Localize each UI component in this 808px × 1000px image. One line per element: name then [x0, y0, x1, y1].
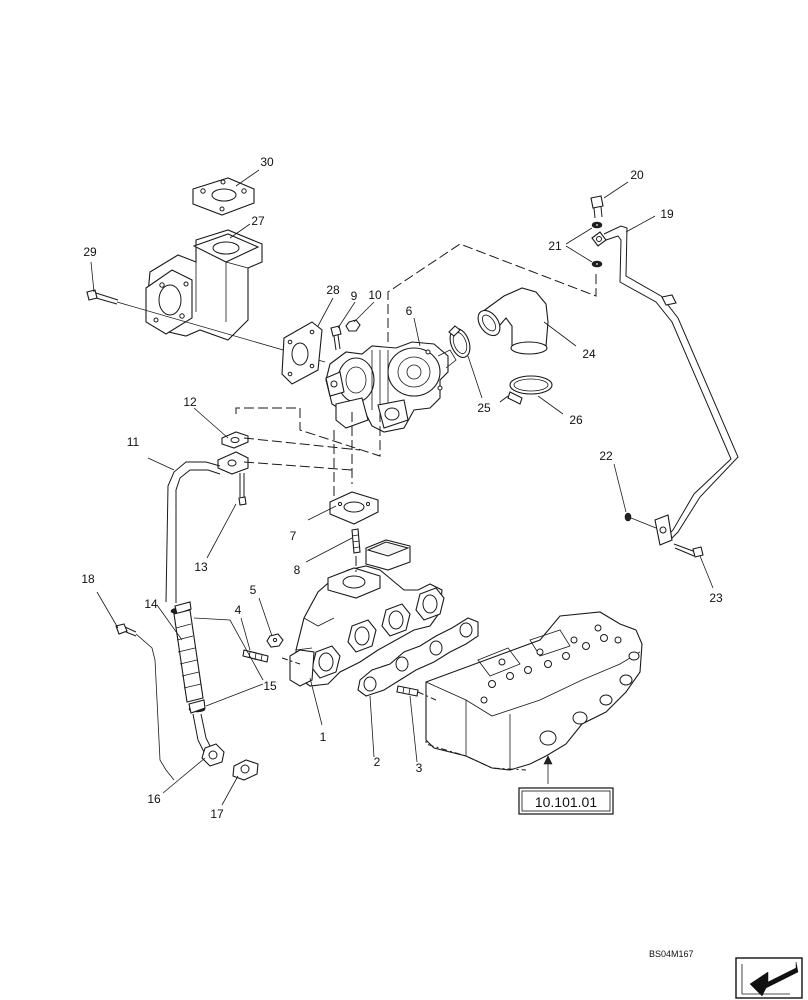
callout-4: 4: [235, 603, 242, 617]
callout-15: 15: [263, 679, 277, 693]
callout-29: 29: [83, 245, 97, 259]
part-7-gasket: [329, 491, 379, 525]
callout-16: 16: [147, 792, 161, 806]
callout-18: 18: [81, 572, 95, 586]
part-22-washer: [624, 512, 657, 529]
callout-27: 27: [251, 214, 265, 228]
part-28-gasket: [281, 321, 323, 385]
callout-10: 10: [368, 288, 382, 302]
part-17-gasket: [232, 759, 259, 781]
callout-5: 5: [250, 583, 257, 597]
part-10-nut: [345, 319, 361, 332]
callout-labels: 1 2 3 4 5 6 7 8 9 10 11 12 13 14 15 16 1…: [81, 155, 723, 821]
part-16-lower-pipe: [192, 713, 225, 767]
part-30-flange-gasket: [192, 177, 255, 216]
part-14-rubber-hose: [173, 609, 204, 703]
part-21-washers: [591, 221, 603, 268]
part-9-screw: [330, 325, 342, 351]
image-code: BS04M167: [649, 949, 694, 959]
part-18-bolt: [115, 623, 175, 781]
callout-3: 3: [416, 761, 423, 775]
assembly-lines: [235, 243, 597, 771]
reference-box[interactable]: 10.101.01: [518, 787, 614, 815]
callout-1: 1: [320, 730, 327, 744]
part-13-bolt: [238, 473, 247, 506]
callout-21: 21: [548, 239, 562, 253]
part-4-stud: [242, 649, 269, 663]
part-6-turbocharger: [325, 341, 457, 433]
part-1-exhaust-manifold: [289, 539, 445, 687]
callout-14: 14: [144, 597, 158, 611]
part-23-bolt: [673, 543, 704, 558]
callout-2: 2: [374, 755, 381, 769]
callout-23: 23: [709, 591, 723, 605]
part-2-manifold-gasket: [357, 617, 479, 697]
part-3-stud: [396, 685, 419, 697]
part-24-elbow-hose: [477, 287, 549, 355]
callout-17: 17: [210, 807, 224, 821]
part-5-nut: [266, 633, 284, 648]
callout-12: 12: [183, 395, 197, 409]
part-20-banjo-bolt: [590, 195, 604, 219]
part-8-stud: [351, 528, 361, 554]
callout-20: 20: [630, 168, 644, 182]
callout-30: 30: [260, 155, 274, 169]
callout-6: 6: [406, 304, 413, 318]
part-19-oil-feed-pipe: [591, 225, 739, 546]
callout-26: 26: [569, 413, 583, 427]
callout-24: 24: [582, 347, 596, 361]
callout-22: 22: [599, 449, 613, 463]
callout-19: 19: [660, 207, 674, 221]
reference-box-label: 10.101.01: [535, 794, 597, 810]
part-12-gasket: [221, 431, 249, 449]
callout-28: 28: [326, 283, 340, 297]
callout-25: 25: [477, 401, 491, 415]
callout-7: 7: [290, 529, 297, 543]
part-11-oil-return-pipe: [165, 451, 249, 603]
cylinder-head: [425, 611, 643, 771]
part-25-clamp: [448, 325, 471, 358]
part-26-hose-clamp: [499, 375, 553, 405]
callout-8: 8: [294, 563, 301, 577]
part-27-exhaust-elbow: [145, 229, 263, 341]
callout-9: 9: [351, 289, 358, 303]
callout-13: 13: [194, 560, 208, 574]
callout-11: 11: [127, 435, 140, 449]
parts-drawing: [86, 177, 739, 781]
leader-lines: [90, 169, 714, 806]
arrow-left-down-icon[interactable]: [735, 957, 803, 999]
